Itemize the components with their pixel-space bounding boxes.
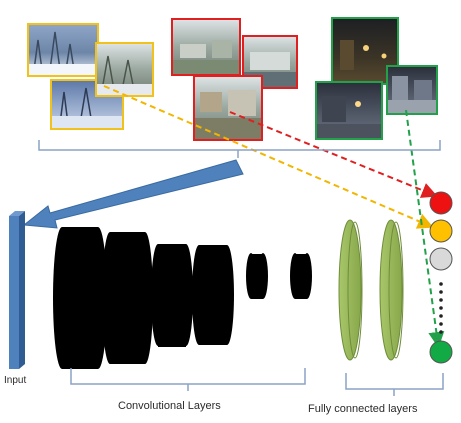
fc-layer xyxy=(338,219,363,361)
output-yellow xyxy=(429,219,453,243)
input-arrow xyxy=(22,159,244,229)
conv-layers xyxy=(53,227,312,369)
output-nodes xyxy=(429,191,453,364)
image-group-snow xyxy=(27,23,154,130)
fc-label: Fully connected layers xyxy=(308,403,418,415)
conv-layer xyxy=(151,244,193,347)
dataset-brace xyxy=(38,140,441,158)
output-red xyxy=(429,191,453,215)
thumbnail xyxy=(95,42,154,97)
conv-layer xyxy=(192,245,234,345)
input-label: Input xyxy=(4,375,26,386)
thumbnail xyxy=(27,23,99,77)
arrow-yellow xyxy=(103,85,434,229)
fc-layers xyxy=(338,219,404,361)
output-ellipsis xyxy=(439,282,443,334)
thumbnail xyxy=(193,75,263,141)
thumbnail xyxy=(242,35,298,89)
image-group-overcast xyxy=(171,18,298,141)
arrow-red xyxy=(229,111,438,198)
conv-layer xyxy=(102,232,153,364)
output-gray xyxy=(429,247,453,271)
image-group-night xyxy=(315,17,438,140)
conv-layer xyxy=(290,253,312,299)
conv-layer xyxy=(53,227,107,369)
fc-layer xyxy=(379,219,404,361)
thumbnail xyxy=(171,18,241,76)
conv-layer xyxy=(246,253,268,299)
fc-brace xyxy=(345,373,444,396)
output-green xyxy=(429,340,453,364)
thumbnail xyxy=(386,65,438,115)
thumbnail xyxy=(315,81,383,140)
conv-label: Convolutional Layers xyxy=(118,400,221,412)
class-arrows xyxy=(103,85,445,348)
conv-brace xyxy=(70,368,306,391)
input-layer xyxy=(9,211,25,369)
